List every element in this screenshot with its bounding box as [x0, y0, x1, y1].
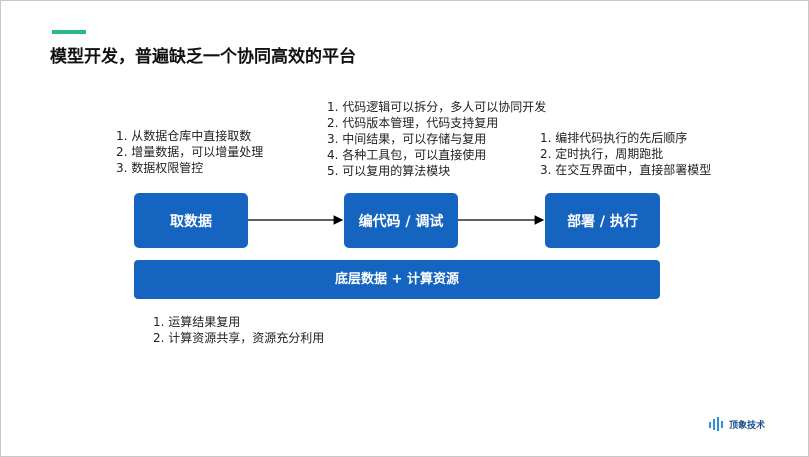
code-debug-box: 编代码 / 调试 — [344, 193, 458, 248]
note-item: 3. 在交互界面中，直接部署模型 — [540, 163, 712, 177]
code-debug-label: 编代码 / 调试 — [358, 213, 444, 230]
base-notes: 1. 运算结果复用 2. 计算资源共享，资源充分利用 — [153, 314, 324, 346]
note-item: 1. 编排代码执行的先后顺序 — [540, 131, 688, 145]
code-notes: 1. 代码逻辑可以拆分，多人可以协同开发 2. 代码版本管理，代码支持复用 3.… — [327, 99, 546, 179]
note-item: 2. 代码版本管理，代码支持复用 — [327, 116, 499, 130]
slide-title: 模型开发，普遍缺乏一个协同高效的平台 — [50, 47, 356, 67]
deploy-notes: 1. 编排代码执行的先后顺序 2. 定时执行，周期跑批 3. 在交互界面中，直接… — [540, 130, 711, 178]
note-item: 2. 增量数据，可以增量处理 — [116, 145, 264, 159]
note-item: 4. 各种工具包，可以直接使用 — [327, 148, 487, 162]
fetch-data-label: 取数据 — [170, 213, 212, 230]
title-accent-bar — [52, 30, 86, 34]
deploy-execute-box: 部署 / 执行 — [545, 193, 660, 248]
fetch-notes: 1. 从数据仓库中直接取数 2. 增量数据，可以增量处理 3. 数据权限管控 — [116, 128, 263, 176]
note-item: 3. 数据权限管控 — [116, 161, 204, 175]
deploy-execute-label: 部署 / 执行 — [567, 213, 638, 230]
base-resources-box: 底层数据 + 计算资源 — [134, 260, 660, 299]
note-item: 1. 从数据仓库中直接取数 — [116, 129, 252, 143]
note-item: 3. 中间结果，可以存储与复用 — [327, 132, 487, 146]
logo-bars-icon — [709, 417, 723, 431]
note-item: 2. 定时执行，周期跑批 — [540, 147, 664, 161]
note-item: 1. 运算结果复用 — [153, 315, 241, 329]
note-item: 2. 计算资源共享，资源充分利用 — [153, 331, 325, 345]
note-item: 5. 可以复用的算法模块 — [327, 164, 451, 178]
base-resources-label: 底层数据 + 计算资源 — [335, 271, 459, 287]
logo-text: 顶象技术 — [729, 420, 766, 431]
note-item: 1. 代码逻辑可以拆分，多人可以协同开发 — [327, 100, 547, 114]
fetch-data-box: 取数据 — [134, 193, 248, 248]
company-logo: 顶象技术 — [709, 417, 765, 431]
